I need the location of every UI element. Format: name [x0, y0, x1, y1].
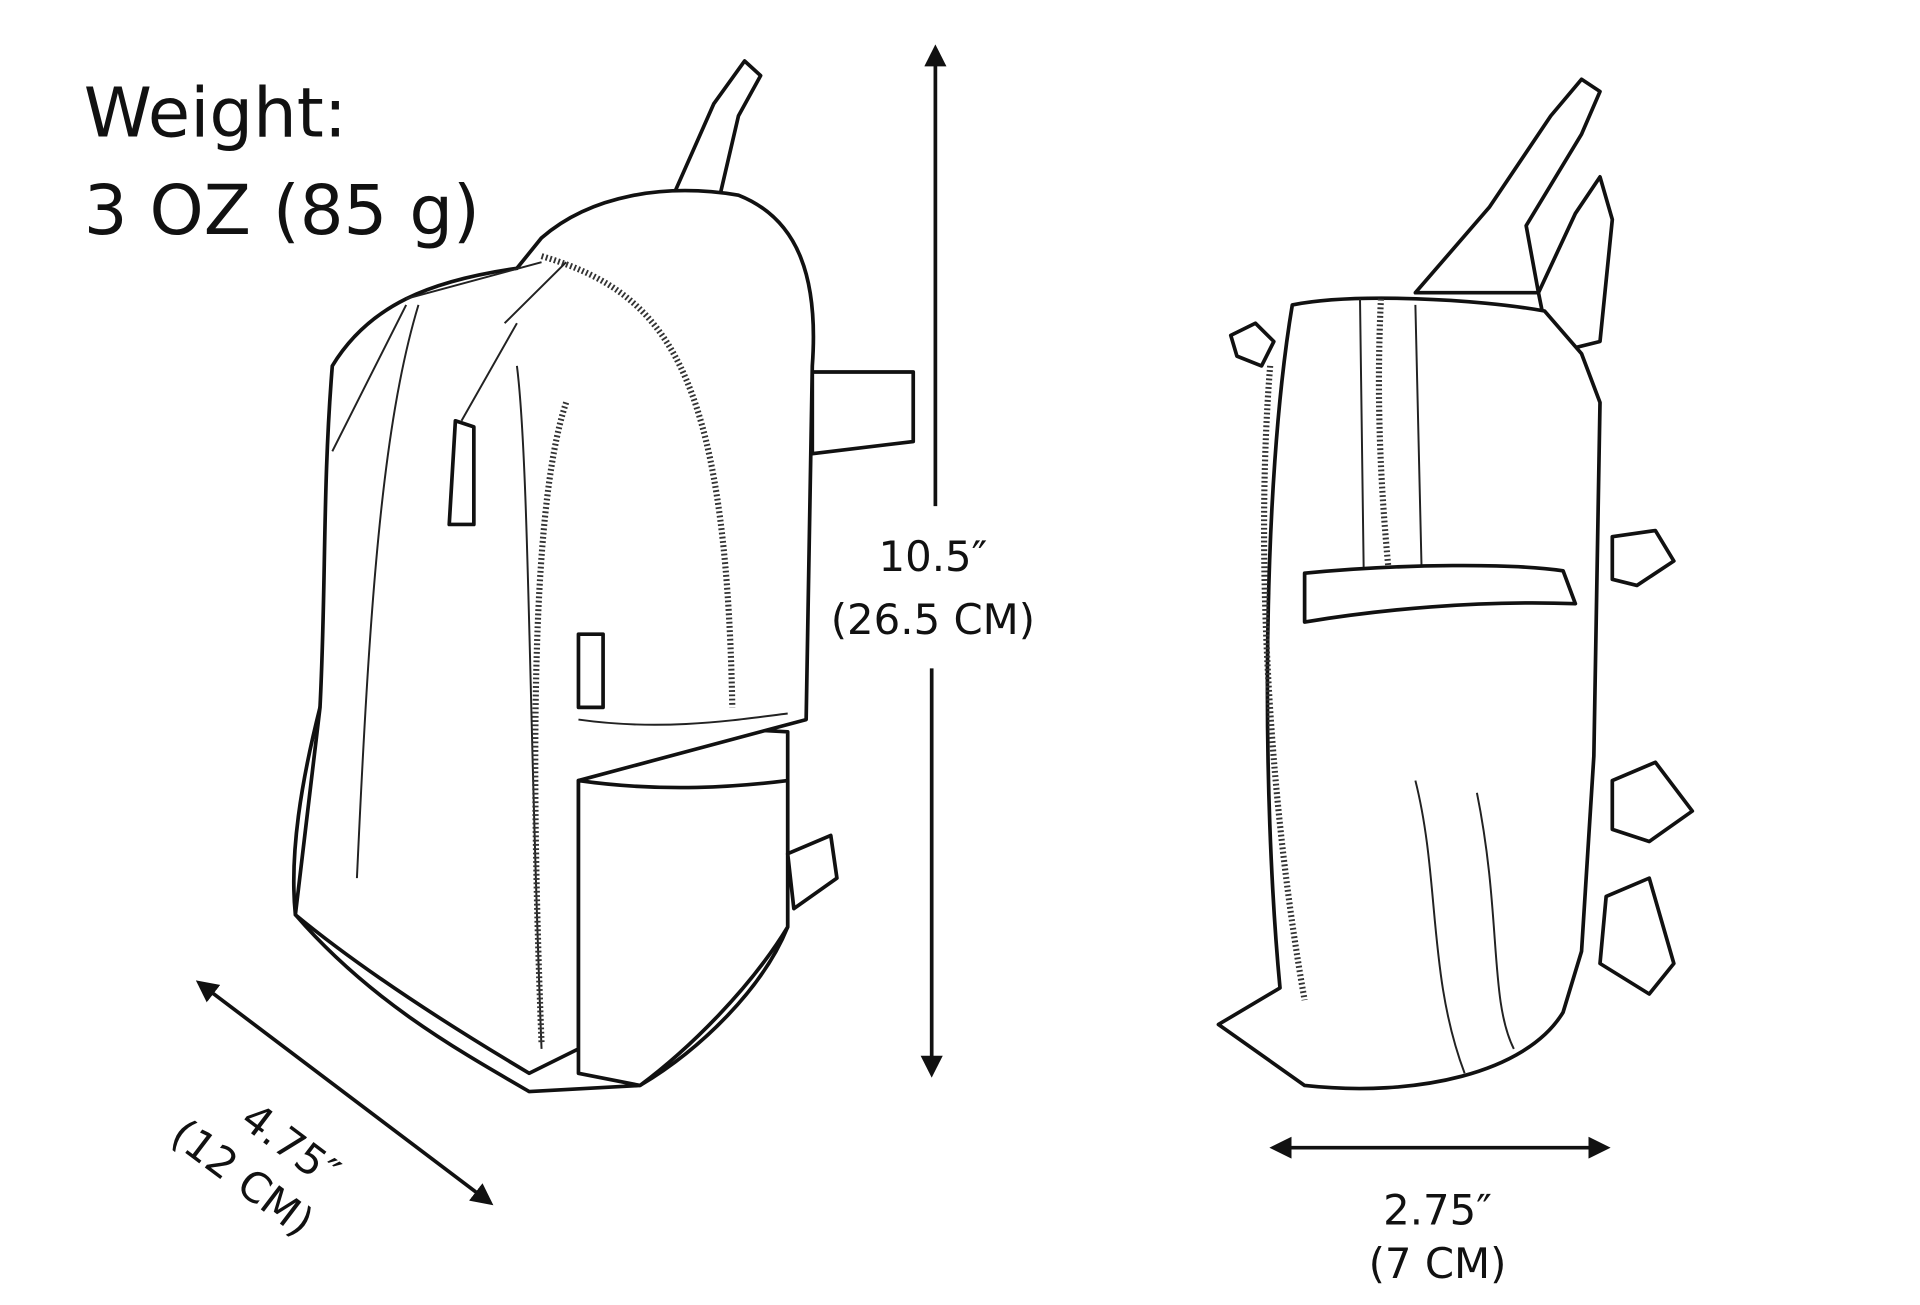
weight-value: 3 OZ (85 g)	[84, 171, 480, 251]
depth-side-metric: (7 CM)	[1369, 1239, 1507, 1288]
depth-side-imperial: 2.75″	[1383, 1186, 1492, 1235]
height-dimension: 10.5″ (26.5 CM)	[831, 44, 1035, 1078]
backpack-side-view	[1216, 77, 1695, 1091]
depth-front-arrow	[195, 980, 494, 1206]
height-imperial: 10.5″	[879, 532, 988, 581]
weight-label: Weight:	[84, 74, 347, 154]
depth-side-dimension: 2.75″ (7 CM)	[1269, 1136, 1611, 1288]
height-metric: (26.5 CM)	[831, 595, 1035, 644]
backpack-front-view	[291, 59, 916, 1094]
